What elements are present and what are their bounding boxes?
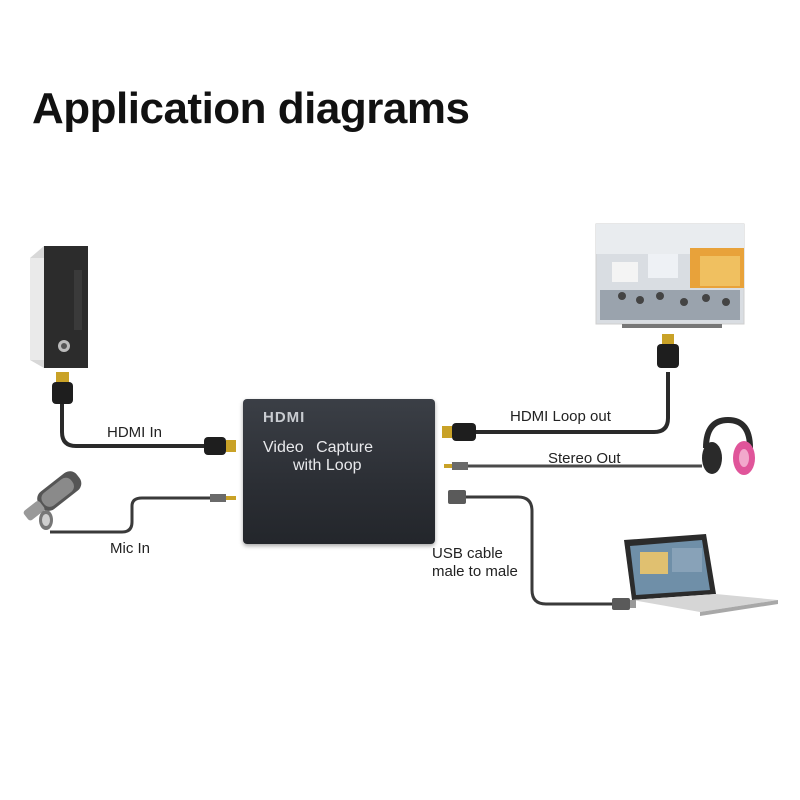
microphone-icon xyxy=(23,471,82,530)
label-stereo-out: Stereo Out xyxy=(548,450,621,467)
label-usb-male-to-male: male to male xyxy=(432,563,518,580)
usb-cable xyxy=(448,490,636,610)
page-title: Application diagrams xyxy=(32,84,470,133)
tv-display-icon xyxy=(595,223,745,328)
hdmi-in-cable xyxy=(52,372,236,455)
hdmi-source-box-icon xyxy=(30,246,88,368)
hdmi-logo: HDMI xyxy=(263,409,306,426)
device-label-line2: with Loop xyxy=(293,457,362,474)
laptop-icon xyxy=(624,534,778,616)
stereo-out-cable xyxy=(444,462,702,470)
hdmi-loop-out-cable xyxy=(442,334,679,441)
video-capture-device: HDMI Video Capture with Loop xyxy=(243,399,435,544)
label-hdmi-in: HDMI In xyxy=(107,424,163,441)
mic-in-cable xyxy=(50,494,236,534)
label-mic-in: Mic In xyxy=(110,540,151,557)
label-hdmi-loop-out: HDMI Loop out xyxy=(510,408,611,425)
headphones-icon xyxy=(702,416,755,475)
device-label-line1: Video Capture xyxy=(263,439,373,456)
label-usb-cable: USB cable xyxy=(432,545,503,562)
